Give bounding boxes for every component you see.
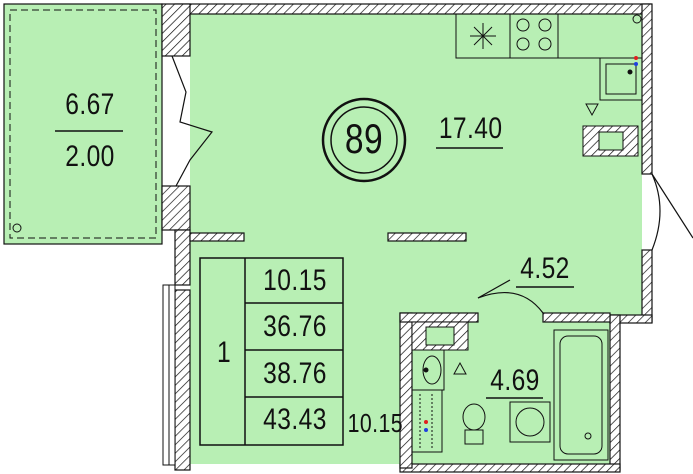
kitchen-fixtures <box>455 13 643 157</box>
apartment-number: 89 <box>344 115 384 162</box>
loggia-note-label: 10.15 <box>347 408 403 438</box>
area-underlines <box>436 147 574 399</box>
red-dot-icon <box>424 420 428 424</box>
balcony-area-label: 6.67 <box>65 88 115 121</box>
balcony-factor-label: 2.00 <box>65 140 115 173</box>
table-cell-3: 38.76 <box>263 357 327 390</box>
hallway-area-label: 4.52 <box>520 252 570 285</box>
summary-table <box>199 257 344 446</box>
bathroom-door <box>477 279 544 314</box>
bathroom-fixtures <box>411 321 609 461</box>
main-room-area-label: 17.40 <box>438 112 503 145</box>
rooms-count-label: 1 <box>216 336 232 369</box>
walls <box>161 3 653 473</box>
table-cell-4: 43.43 <box>263 403 327 436</box>
table-cell-1: 10.15 <box>263 264 327 297</box>
red-dot-icon <box>634 56 638 60</box>
right-door <box>651 173 693 251</box>
blue-dot-icon <box>424 428 428 432</box>
bathroom-area-label: 4.69 <box>490 364 540 397</box>
blue-dot-icon <box>634 62 638 66</box>
apartment-number-badge <box>321 97 407 183</box>
table-cell-2: 36.76 <box>263 310 327 343</box>
balcony-door <box>171 55 214 187</box>
window-left <box>162 284 176 466</box>
balcony <box>3 3 163 245</box>
